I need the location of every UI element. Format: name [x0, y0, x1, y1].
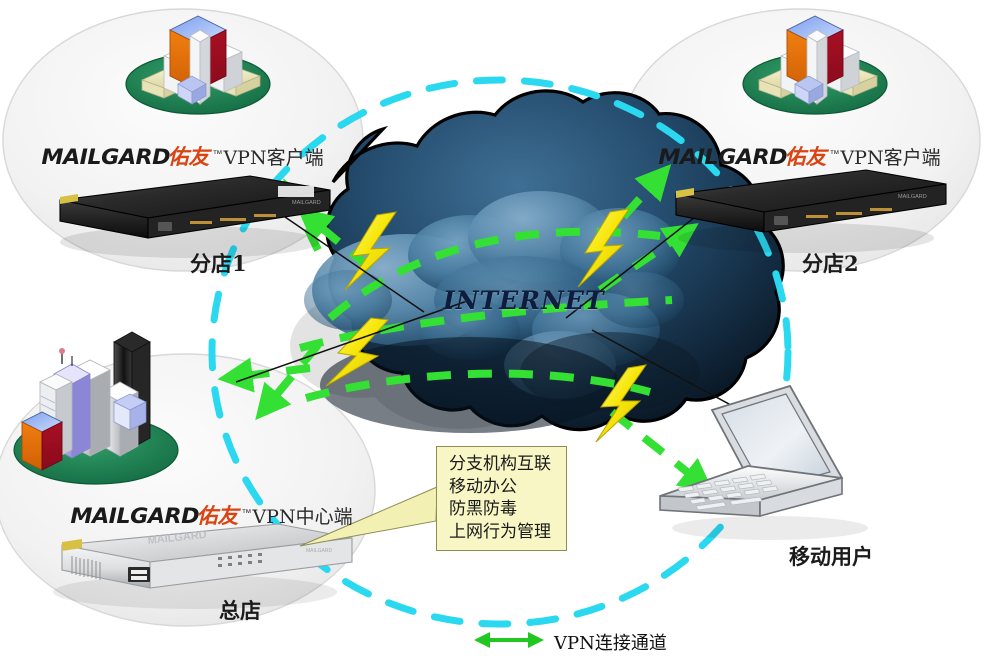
trademark-symbol: ™: [241, 508, 252, 519]
svg-text:MAILGARD: MAILGARD: [898, 194, 927, 200]
vpn-arrow-hq-left: [217, 357, 311, 393]
legend-double-arrow-icon: [474, 632, 544, 648]
brand-cn: 佑友: [196, 504, 239, 528]
vpn-arrows: [217, 164, 715, 494]
lightning-bolt: [577, 208, 631, 288]
brand-latin: MAILGARD: [658, 145, 788, 169]
vpn-arc-lower: [304, 369, 652, 402]
laptop-icon-mobile-user: [659, 384, 868, 540]
device-leaders: [235, 195, 767, 425]
callout-line: 移动办公: [449, 476, 517, 497]
vpn-arrow-mobile: [609, 408, 715, 494]
trademark-symbol: ™: [212, 149, 223, 160]
lightning-bolt: [325, 317, 390, 387]
brand-latin: MAILGARD: [70, 504, 200, 528]
office-buildings-icon-branch-1: [125, 15, 271, 115]
site-label-branch-2: 分店2: [802, 251, 859, 276]
callout-line: 分支机构互联: [449, 454, 551, 474]
feature-callout-box: 分支机构互联 移动办公 防黑防毒 上网行为管理: [436, 446, 567, 552]
legend-label: VPN连接通道: [554, 633, 667, 654]
brand-latin: MAILGARD: [41, 145, 171, 169]
callout-line: 上网行为管理: [449, 521, 551, 542]
product-suffix-branch-1: VPN客户端: [223, 147, 324, 169]
brand-cn: 佑友: [167, 145, 210, 169]
lightning-bolt: [344, 211, 398, 291]
trademark-symbol: ™: [829, 149, 840, 160]
site-label-headquarters: 总店: [219, 598, 261, 623]
brand-line-branch-1: MAILGARD 佑友 ™ VPN客户端: [41, 141, 324, 171]
product-suffix-branch-2: VPN客户端: [840, 147, 941, 169]
silver-rack-appliance-headquarters: MAILGARD MAILGARD: [53, 523, 353, 609]
site-label-mobile-user: 移动用户: [789, 544, 873, 569]
legend: VPN连接通道: [468, 629, 667, 655]
brand-cn: 佑友: [784, 145, 827, 169]
internet-cloud-label: INTERNET: [443, 286, 605, 315]
brand-line-headquarters: MAILGARD 佑友 ™ VPN中心端: [70, 500, 353, 530]
brand-line-branch-2: MAILGARD 佑友 ™ VPN客户端: [658, 141, 941, 171]
product-suffix-headquarters: VPN中心端: [252, 506, 353, 528]
black-rack-appliance-branch-1: MAILGARD: [59, 175, 331, 258]
svg-text:MAILGARD: MAILGARD: [292, 200, 321, 206]
office-buildings-icon-branch-2: [742, 15, 888, 115]
lightning-bolts: [325, 208, 648, 443]
vpn-tunnel-ring: [208, 76, 792, 628]
callout-line: 防黑防毒: [449, 499, 517, 520]
city-skyline-icon-headquarters: [13, 331, 179, 485]
site-label-branch-1: 分店1: [190, 251, 247, 276]
svg-text:MAILGARD: MAILGARD: [306, 548, 333, 554]
black-rack-appliance-branch-2: MAILGARD: [675, 169, 947, 253]
lightning-bolt: [595, 364, 648, 443]
vpn-arrow-branch1-in: [296, 207, 373, 272]
vpn-arc-mid: [298, 296, 673, 352]
